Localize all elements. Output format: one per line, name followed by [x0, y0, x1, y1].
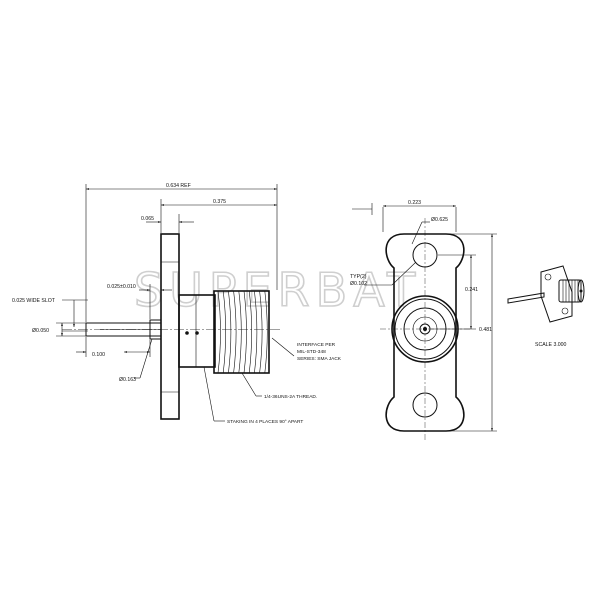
thread-line [243, 291, 247, 373]
dim-overall-length: 0.634 REF [166, 183, 191, 189]
iso-thread [558, 279, 585, 303]
thread-line [264, 291, 268, 373]
watermark-text: SUPERBAT [134, 263, 421, 317]
note-staking: STAKING IN 4 PLACES 90° APART [227, 419, 303, 425]
note-interface-line2: MIL-STD-348 [297, 349, 326, 355]
note-hole-typ: TYP(2) [350, 274, 367, 280]
dim-slot-width: 0.025 WIDE SLOT [12, 298, 56, 304]
iso-pin [507, 292, 545, 304]
thread-line [222, 291, 226, 373]
dim-flange-thickness: 0.065 [141, 216, 154, 222]
thread-line [233, 291, 237, 373]
thread-line [238, 291, 242, 373]
thread-line [217, 291, 221, 373]
dim-hole-diameter: Ø0.102 [350, 281, 367, 287]
dim-flange-height: 0.481 [479, 327, 492, 333]
dim-front-width: 0.223 [408, 200, 421, 206]
dim-dielectric-diameter: Ø0.163 [119, 377, 136, 383]
threaded-body [213, 290, 270, 374]
mount-hole-bottom [412, 392, 438, 418]
dim-body-length: 0.375 [213, 199, 226, 205]
dim-pin-length: 0.100 [92, 352, 105, 358]
thread-line [254, 291, 258, 373]
note-interface-line1: INTERFACE PER [297, 342, 336, 348]
thread-line [228, 291, 232, 373]
dim-hole-spacing: 0.241 [465, 287, 478, 293]
front-flange-outline [385, 233, 465, 432]
dim-pin-offset: 0.025±0.010 [107, 284, 136, 290]
front-view: 0.223 Ø0.625 TYP(2) Ø0.102 0.241 0.481 [350, 200, 497, 440]
scale-label: SCALE 3.000 [535, 342, 567, 348]
iso-view: SCALE 3.000 [507, 265, 585, 348]
thread-line [259, 291, 263, 373]
dim-thread-diameter: Ø0.625 [431, 217, 448, 223]
body-collar [178, 294, 216, 368]
thread-lines [217, 291, 268, 373]
iso-flange [540, 265, 573, 323]
side-view: 0.634 REF 0.375 0.065 0.025±0.010 0.025 … [12, 183, 342, 425]
thread-line [248, 291, 252, 373]
note-interface-line3: SERIES: SMA JACK [297, 356, 342, 362]
dim-pin-diameter: Ø0.050 [32, 328, 49, 334]
note-thread: 1/4-36UNS-2A THREAD. [264, 394, 317, 400]
